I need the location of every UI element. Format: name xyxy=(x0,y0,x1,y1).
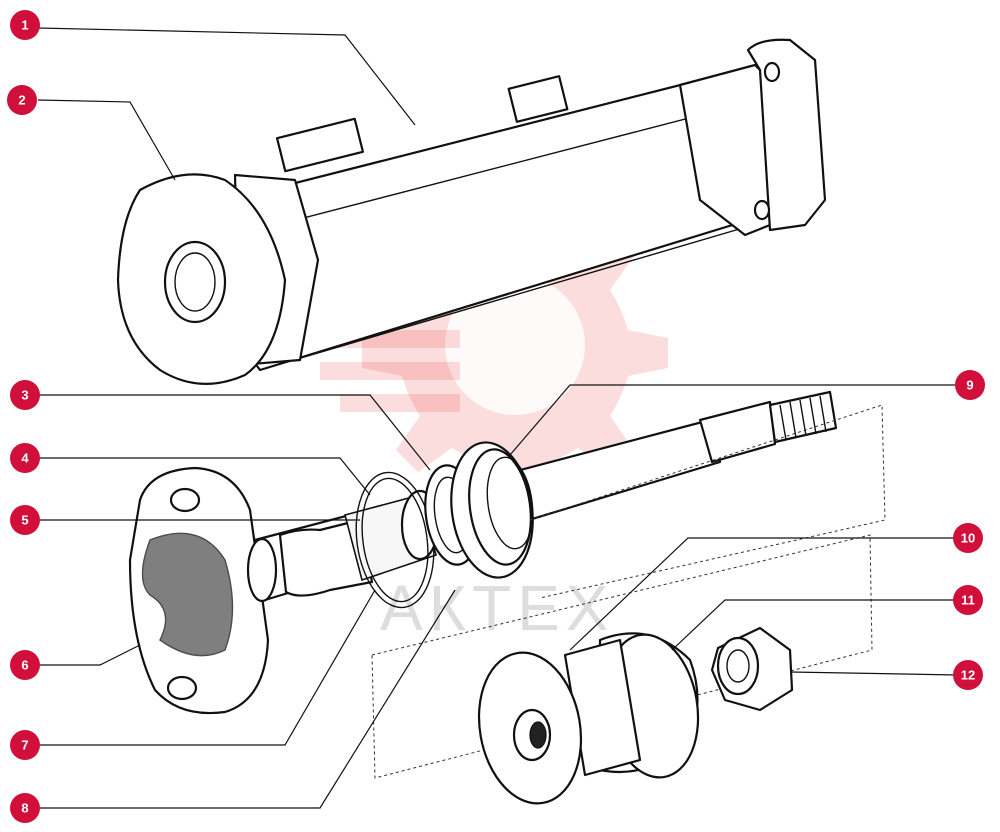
leader-9 xyxy=(509,384,958,456)
svg-text:5: 5 xyxy=(21,513,28,528)
leader-4 xyxy=(38,457,371,496)
svg-text:6: 6 xyxy=(21,658,28,673)
callout-7: 7 xyxy=(10,730,40,760)
phantom-outline-upper xyxy=(529,404,886,599)
svg-text:1: 1 xyxy=(21,18,28,33)
svg-text:9: 9 xyxy=(966,378,973,393)
svg-text:4: 4 xyxy=(21,451,29,466)
callout-9: 9 xyxy=(955,370,985,400)
callout-10: 10 xyxy=(953,523,983,553)
callout-4: 4 xyxy=(10,443,40,473)
leader-10 xyxy=(569,537,958,651)
svg-text:2: 2 xyxy=(18,93,25,108)
watermark-text: АКТЕХ xyxy=(380,572,614,644)
callout-2: 2 xyxy=(7,85,37,115)
svg-text:11: 11 xyxy=(961,593,975,608)
callout-11: 11 xyxy=(953,585,983,615)
part-9-piston-seal xyxy=(450,441,534,579)
svg-text:12: 12 xyxy=(961,668,975,683)
leader-11 xyxy=(671,599,958,651)
callout-8: 8 xyxy=(10,793,40,823)
leader-3 xyxy=(38,394,431,471)
leader-lines xyxy=(37,27,959,809)
leader-7 xyxy=(38,589,376,746)
part-10-bushing xyxy=(477,632,700,805)
svg-text:3: 3 xyxy=(21,388,28,403)
svg-text:7: 7 xyxy=(21,738,28,753)
leader-6 xyxy=(38,644,141,666)
part-1-cylinder-body xyxy=(116,38,827,385)
leader-2 xyxy=(37,99,176,181)
leader-1 xyxy=(37,27,416,126)
leader-8 xyxy=(38,589,456,809)
callout-12: 12 xyxy=(953,660,983,690)
callout-5: 5 xyxy=(10,505,40,535)
callout-6: 6 xyxy=(10,650,40,680)
svg-text:8: 8 xyxy=(21,801,28,816)
callout-3: 3 xyxy=(10,380,40,410)
svg-text:10: 10 xyxy=(961,531,975,546)
part-6-clevis-mount xyxy=(128,466,270,715)
leader-12 xyxy=(789,671,959,676)
part-12-hex-nut xyxy=(710,626,794,712)
callout-1: 1 xyxy=(10,10,40,40)
